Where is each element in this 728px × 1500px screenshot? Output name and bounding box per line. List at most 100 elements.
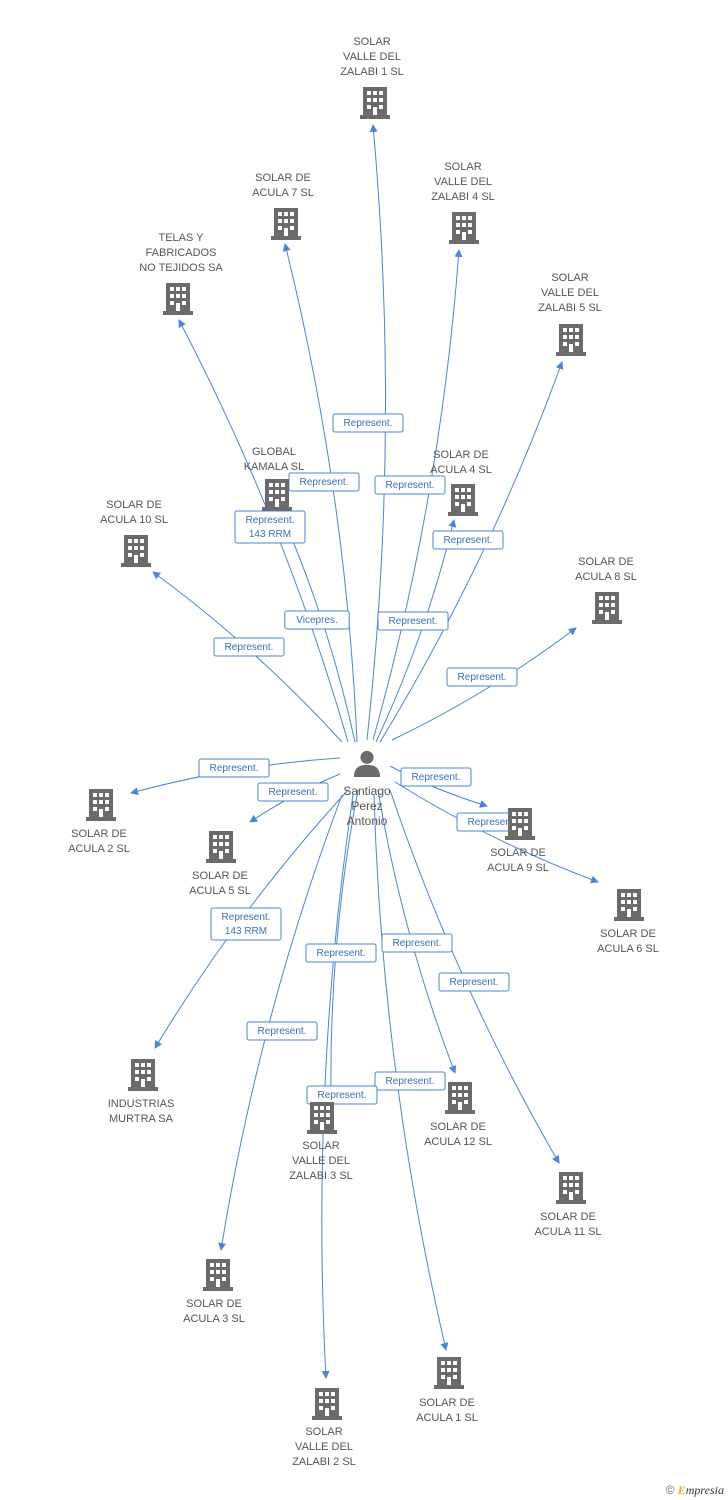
edge-label-valle4[interactable]: Represent. <box>374 475 446 495</box>
edge-label-box <box>213 637 285 657</box>
node-label: SOLAR DE <box>490 847 546 859</box>
node-acula2[interactable]: SOLAR DE ACULA 2 SL <box>68 789 130 855</box>
edge-acula6 <box>394 781 599 884</box>
building-icon <box>505 808 535 840</box>
edge-label-box <box>374 475 446 495</box>
node-label: VALLE DEL <box>292 1155 350 1167</box>
node-label: ACULA 2 SL <box>68 843 130 855</box>
edge-label-text: Represent. <box>412 772 461 783</box>
edge-label-box <box>234 510 306 544</box>
node-label: SOLAR <box>305 1426 342 1438</box>
edge-acula4 <box>375 519 457 743</box>
edge-label-murtra[interactable]: Represent. 143 RRM <box>210 907 282 941</box>
edge-label-valle1[interactable]: Represent. <box>332 413 404 433</box>
edge-label-text: Represent. <box>458 672 507 683</box>
edge-label-acula3[interactable]: Represent. <box>246 1021 318 1041</box>
edge-label-telas[interactable]: Represent.143 RRM <box>234 510 306 544</box>
node-label: KAMALA SL <box>244 461 305 473</box>
footer-brand: © Empresia <box>666 1483 724 1498</box>
edge-label-acula12[interactable]: Represent. <box>381 933 453 953</box>
building-icon <box>203 1259 233 1291</box>
node-label: ACULA 8 SL <box>575 571 637 583</box>
edge-label-valle5[interactable]: Represent. <box>432 530 504 550</box>
edge-valle1 <box>366 124 387 741</box>
edge-label-acula5[interactable]: Represent. <box>257 782 329 802</box>
edge-label-text: Vicepres. <box>296 615 338 626</box>
node-label: ACULA 9 SL <box>487 862 549 874</box>
edge-label-text: Represent. <box>386 480 435 491</box>
building-icon <box>556 1172 586 1204</box>
edge-label-acula2[interactable]: Represent. <box>198 758 270 778</box>
node-label: ZALABI 5 SL <box>538 302 602 314</box>
edge-label-acula11[interactable]: Represent. <box>438 972 510 992</box>
edge-label-acula7[interactable]: Represent. <box>288 472 360 492</box>
edge-acula3 <box>218 794 343 1251</box>
edge-label-global[interactable]: Vicepres. <box>284 610 350 630</box>
node-label: ACULA 4 SL <box>430 464 492 476</box>
node-label: SOLAR DE <box>186 1298 242 1310</box>
edge-label-text: Represent. <box>468 817 517 828</box>
edge-label-valle2[interactable]: Represent. <box>306 1085 378 1105</box>
edge-label-valle3[interactable]: Represent. <box>305 943 377 963</box>
building-icon <box>592 592 622 624</box>
edge-label-text: Represent. <box>318 1090 367 1101</box>
edge-label-acula9[interactable]: Represent. <box>400 767 472 787</box>
node-label: SOLAR <box>444 161 481 173</box>
node-label: VALLE DEL <box>343 51 401 63</box>
edge-label-text: 143 RRM <box>225 926 267 937</box>
edge-label-text: Represent. <box>444 535 493 546</box>
node-valle4[interactable]: SOLAR VALLE DEL ZALABI 4 SL <box>431 161 495 244</box>
building-icon <box>434 1357 464 1389</box>
node-label: SOLAR DE <box>430 1121 486 1133</box>
edge-label-box <box>284 610 350 630</box>
node-acula9[interactable]: SOLAR DE ACULA 9 SL <box>487 808 549 874</box>
node-label: SOLAR DE <box>192 870 248 882</box>
edge-label-box <box>374 1071 446 1091</box>
edge-label-acula1[interactable]: Represent. <box>374 1071 446 1091</box>
node-label: SOLAR DE <box>255 172 311 184</box>
node-label: VALLE DEL <box>434 176 492 188</box>
edge-label-acula4[interactable]: Represent. <box>377 611 449 631</box>
edge-label-text: Represent. <box>210 763 259 774</box>
building-icon <box>312 1388 342 1420</box>
edge-label-acula8[interactable]: Represent. <box>446 667 518 687</box>
node-label: SOLAR DE <box>71 828 127 840</box>
node-telas[interactable]: TELAS Y FABRICADOS NO TEJIDOS SA <box>139 232 223 315</box>
edge-acula12 <box>377 789 457 1074</box>
edge-label-text: Represent. <box>344 418 393 429</box>
edge-label-box <box>438 972 510 992</box>
node-label: ZALABI 4 SL <box>431 191 495 203</box>
edge-label-box <box>246 1021 318 1041</box>
edge-label-text: Represent. <box>222 912 271 923</box>
edge-valle3 <box>326 789 359 1094</box>
node-label: SOLAR <box>353 36 390 48</box>
node-label: FABRICADOS <box>146 247 217 259</box>
building-icon <box>360 87 390 119</box>
node-label: TELAS Y <box>158 232 204 244</box>
building-icon <box>163 283 193 315</box>
edge-acula10 <box>152 571 343 743</box>
edge-label-text: 143 RRM <box>249 529 291 540</box>
edge-label-text: Represent. <box>389 616 438 627</box>
edge-label-acula10[interactable]: Represent. <box>213 637 285 657</box>
edge-label-box <box>257 782 329 802</box>
node-label: NO TEJIDOS SA <box>139 262 223 274</box>
edge-acula7 <box>282 243 358 743</box>
